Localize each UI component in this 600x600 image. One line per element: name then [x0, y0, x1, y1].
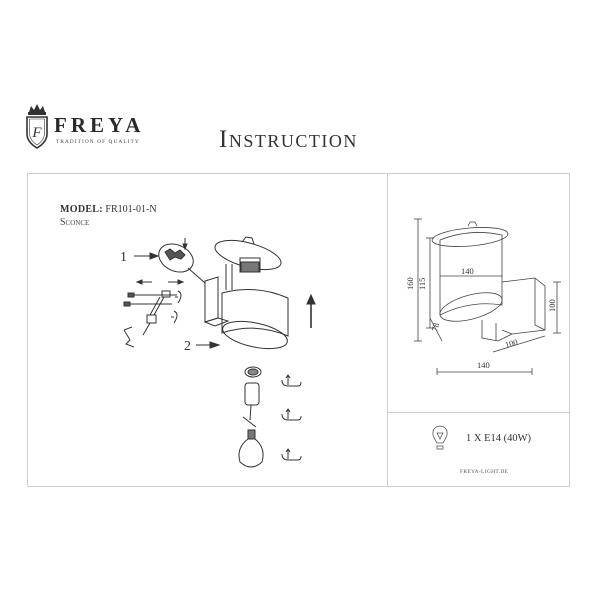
light-bulb-icon [432, 425, 448, 450]
dim-height-total: 160 [405, 277, 415, 290]
dim-shade-height: 115 [417, 278, 427, 290]
brand-tagline: TRADITION OF QUALITY [56, 139, 140, 145]
freya-crest-logo-icon: F [26, 104, 48, 149]
callout-2: 2 [184, 339, 191, 354]
clip-icons [281, 374, 302, 461]
brand-name: FREYA [54, 113, 145, 137]
horizontal-divider [387, 412, 570, 413]
vertical-divider [387, 173, 388, 487]
callout-1: 1 [120, 250, 127, 265]
content-frame [27, 173, 570, 487]
lamp-spec: 1 X E14 (40W) [466, 433, 532, 444]
dim-base-depth: 100 [504, 337, 519, 350]
product-type: Sconce [60, 217, 90, 228]
dim-overall-width: 140 [477, 360, 490, 370]
model-line: MODEL: FR101-01-N [60, 204, 157, 215]
dim-base-height: 100 [547, 299, 557, 312]
svg-text:F: F [31, 125, 42, 141]
model-value: FR101-01-N [105, 204, 157, 215]
dim-shade-width: 140 [461, 266, 474, 276]
dim-shade-depth: 78 [429, 322, 441, 333]
model-label: MODEL: [60, 204, 103, 215]
page-title: Instruction [219, 126, 358, 153]
website-link[interactable]: FREYA-LIGHT.DE [460, 469, 509, 475]
dimension-drawing: 160 115 140 78 100 100 140 [405, 218, 561, 375]
assembly-diagram: 1 2 [120, 236, 316, 468]
